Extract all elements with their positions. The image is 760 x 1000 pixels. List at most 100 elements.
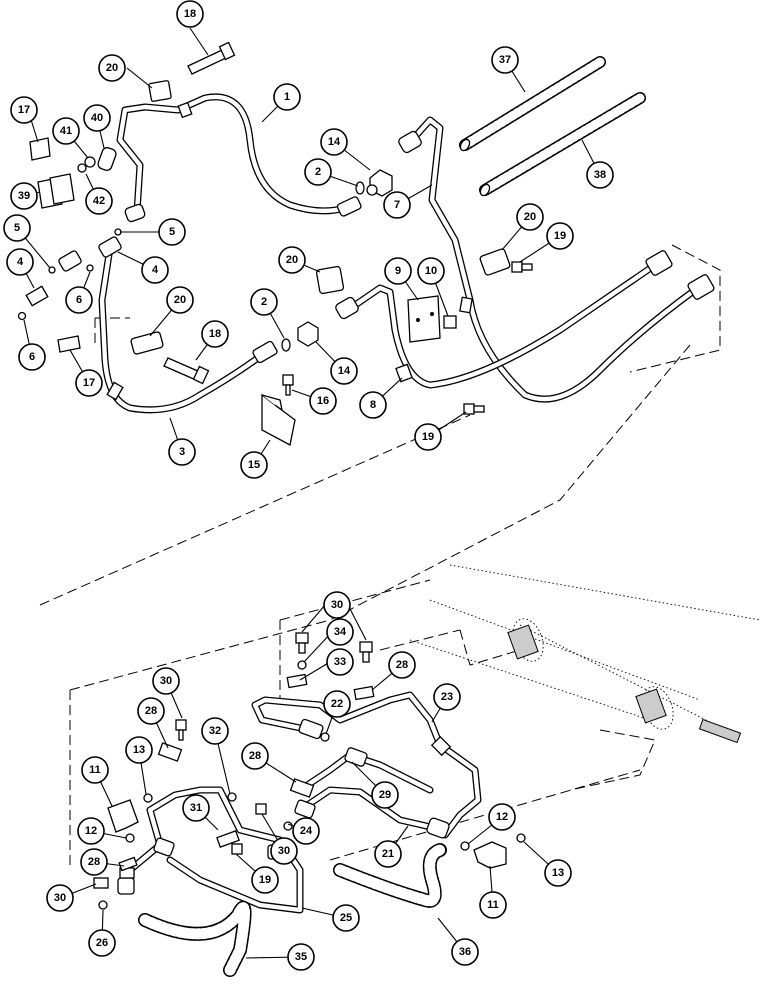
- callout-number: 23: [441, 691, 453, 703]
- callout-circle: [75, 369, 103, 397]
- callout-number: 30: [54, 892, 66, 904]
- callout-circle: [250, 288, 278, 316]
- callout-bubble-c28b: 28: [137, 697, 165, 725]
- callout-bubble-c13b: 13: [544, 859, 572, 887]
- callout-bubble-c14b: 14: [330, 357, 358, 385]
- callout-number: 19: [422, 431, 434, 443]
- callout-circle: [240, 451, 268, 479]
- callout-bubble-c12b: 12: [488, 803, 516, 831]
- callout-number: 18: [184, 8, 196, 20]
- callout-circle: [18, 343, 46, 371]
- callout-circle: [201, 320, 229, 348]
- tube-8: [335, 250, 673, 389]
- callout-bubble-c20a: 20: [98, 54, 126, 82]
- callout-circle: [273, 83, 301, 111]
- elbow-11-right: [473, 841, 507, 869]
- callout-bubble-c28a: 28: [388, 651, 416, 679]
- callout-bubble-c6a: 6: [65, 286, 93, 314]
- callout-33: [299, 661, 331, 681]
- callout-number: 38: [594, 169, 606, 181]
- callout-circle: [270, 837, 298, 865]
- callout-number: 13: [133, 744, 145, 756]
- callout-circle: [85, 187, 113, 215]
- callout-bubble-c42: 42: [85, 187, 113, 215]
- callout-circle: [278, 246, 306, 274]
- callout-bubble-c19b: 19: [414, 423, 442, 451]
- callout-number: 18: [209, 328, 221, 340]
- callout-number: 34: [334, 626, 347, 638]
- callout-bubble-c24: 24: [292, 817, 320, 845]
- tube-7: [398, 116, 715, 403]
- callout-circle: [586, 161, 614, 189]
- callout-number: 19: [259, 874, 271, 886]
- callout-circle: [326, 648, 354, 676]
- callout-number: 41: [60, 125, 72, 137]
- callout-number: 29: [379, 789, 391, 801]
- callout-circle: [46, 884, 74, 912]
- callout-circle: [251, 866, 279, 894]
- callout-number: 12: [496, 811, 508, 823]
- callout-circle: [544, 859, 572, 887]
- callout-number: 40: [91, 112, 103, 124]
- callout-bubble-c3: 3: [168, 438, 196, 466]
- callout-bubble-c36: 36: [451, 938, 479, 966]
- callout-circle: [77, 817, 105, 845]
- callout-number: 6: [29, 351, 35, 363]
- tube-23: [251, 691, 482, 839]
- callout-number: 2: [261, 296, 267, 308]
- callout-number: 9: [395, 265, 401, 277]
- callout-circle: [83, 104, 111, 132]
- callout-number: 17: [83, 377, 95, 389]
- callout-number: 28: [145, 705, 157, 717]
- callout-bubble-c9: 9: [384, 257, 412, 285]
- callout-bubble-c30c: 30: [270, 837, 298, 865]
- callout-bubble-c13a: 13: [125, 736, 153, 764]
- callout-bubble-c35: 35: [287, 943, 315, 971]
- callout-bubble-c16: 16: [309, 387, 337, 415]
- callout-bubble-c28c: 28: [241, 742, 269, 770]
- callout-number: 32: [209, 725, 221, 737]
- callout-number: 2: [315, 166, 321, 178]
- callout-number: 3: [179, 446, 185, 458]
- callout-circle: [326, 618, 354, 646]
- callout-bubble-c18b: 18: [201, 320, 229, 348]
- callout-circle: [417, 257, 445, 285]
- callout-circle: [141, 256, 169, 284]
- callout-30a: [301, 604, 367, 641]
- callout-number: 10: [425, 265, 437, 277]
- callout-circle: [287, 943, 315, 971]
- callout-bubble-c26: 26: [88, 929, 116, 957]
- callout-circle: [414, 423, 442, 451]
- callout-bubble-c30b: 30: [152, 667, 180, 695]
- tube-1: [116, 93, 362, 223]
- top-assembly: [17, 41, 721, 621]
- callout-circle: [332, 904, 360, 932]
- callout-number: 31: [190, 802, 202, 814]
- callout-bubble-c2b: 2: [250, 288, 278, 316]
- callout-20a: [126, 67, 153, 89]
- callout-circle: [330, 357, 358, 385]
- elbow-11-left: [107, 799, 139, 833]
- callout-bubble-c37: 37: [491, 46, 519, 74]
- callout-bubble-c34: 34: [326, 618, 354, 646]
- callout-bubble-c2a: 2: [304, 158, 332, 186]
- callout-circle: [10, 96, 38, 124]
- callout-bubble-c4b: 4: [141, 256, 169, 284]
- callout-circle: [384, 257, 412, 285]
- callout-circle: [359, 391, 387, 419]
- callout-bubble-c30a: 30: [323, 591, 351, 619]
- callout-number: 20: [524, 211, 536, 223]
- callout-number: 4: [17, 256, 24, 268]
- callout-number: 5: [169, 226, 175, 238]
- callout-bubble-c19a: 19: [546, 222, 574, 250]
- callout-circle: [166, 286, 194, 314]
- callout-bubble-c30d: 30: [46, 884, 74, 912]
- callout-circle: [320, 128, 348, 156]
- callout-number: 25: [340, 912, 352, 924]
- tube-29: [296, 747, 434, 794]
- callout-bubble-c7: 7: [383, 191, 411, 219]
- callout-bubble-c23: 23: [433, 683, 461, 711]
- callout-circle: [304, 158, 332, 186]
- callout-number: 13: [552, 867, 564, 879]
- small-parts-top: [17, 41, 533, 446]
